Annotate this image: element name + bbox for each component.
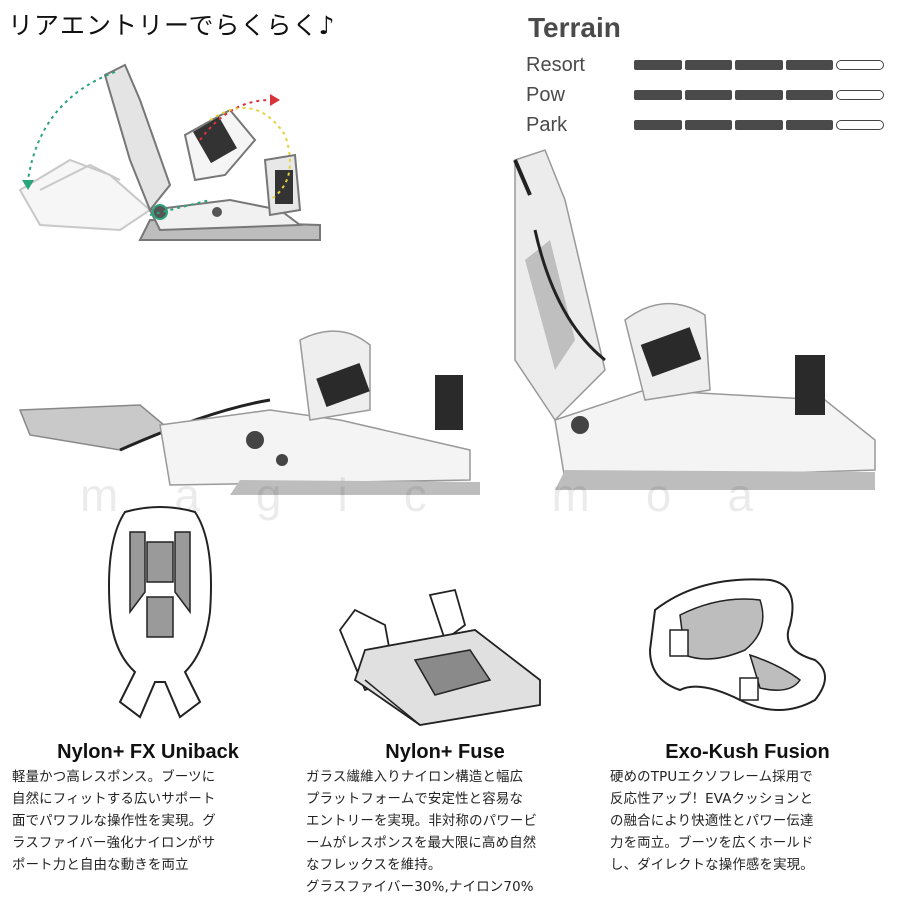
terrain-rating-bar: [634, 90, 884, 100]
feature-description-line: 反応性アップ！EVAクッションと: [610, 792, 814, 807]
headline: リアエントリーでらくらく♪: [8, 11, 336, 40]
feature-title: Exo-Kush Fusion: [665, 741, 830, 763]
feature-title: Nylon+ Fuse: [385, 741, 505, 763]
terrain-row-pow: Pow: [526, 84, 886, 112]
rating-segment-empty: [836, 90, 884, 100]
feature-description-line: ラスファイバー強化ナイロンがサ: [12, 836, 216, 851]
feature-description-line: の融合により快適性とパワー伝達: [610, 814, 814, 829]
rating-segment-filled: [684, 90, 733, 100]
feature-description-line: ームがレスポンスを最大限に高め自然: [306, 836, 537, 851]
rating-segment-filled: [634, 90, 682, 100]
feature-description: ガラス繊維入りナイロン構造と幅広 プラットフォームで安定性と容易な エントリーを…: [306, 767, 591, 899]
terrain-row-resort: Resort: [526, 54, 886, 82]
ankle-strap-illustration: [648, 578, 826, 711]
terrain-row-park: Park: [526, 114, 886, 142]
binding-side-view-closed: [513, 149, 876, 490]
feature-description-line: 自然にフィットする広いサポート: [12, 792, 216, 807]
feature-description-line: ポート力と自由な動きを両立: [12, 858, 189, 873]
feature-title: Nylon+ FX Uniback: [57, 741, 239, 763]
rating-segment-filled: [634, 60, 682, 70]
feature-description-line: グラスファイバー30%,ナイロン70%: [306, 880, 534, 895]
rating-segment-filled: [684, 120, 733, 130]
terrain-rating-bar: [634, 60, 884, 70]
feature-description-line: ガラス繊維入りナイロン構造と幅広: [306, 770, 524, 785]
terrain-title: Terrain: [528, 12, 621, 43]
feature-description-line: エントリーを実現。非対称のパワービ: [306, 814, 538, 829]
feature-description: 軽量かつ高レスポンス。ブーツに 自然にフィットする広いサポート 面でパワフルな操…: [12, 767, 288, 877]
rating-segment-filled: [735, 120, 783, 130]
rating-segment-empty: [836, 120, 884, 130]
rating-segment-filled: [684, 60, 733, 70]
feature-description-line: 面でパワフルな操作性を実現。グ: [12, 814, 216, 829]
feature-description-line: し、ダイレクトな操作感を実現。: [610, 858, 814, 873]
rating-segment-filled: [634, 120, 682, 130]
feature-description: 硬めのTPUエクソフレーム採用で 反応性アップ！EVAクッションと の融合により…: [610, 767, 895, 877]
terrain-rating-bar: [634, 120, 884, 130]
feature-description-line: なフレックスを維持。: [306, 858, 442, 873]
feature-description-line: 軽量かつ高レスポンス。ブーツに: [12, 770, 216, 785]
rating-segment-filled: [735, 60, 783, 70]
highback-illustration: [108, 506, 212, 719]
feature-description-line: 硬めのTPUエクソフレーム採用で: [610, 770, 813, 785]
feature-description-line: プラットフォームで安定性と容易な: [306, 792, 524, 807]
rating-segment-empty: [836, 60, 884, 70]
terrain-label: Pow: [526, 84, 565, 106]
rear-entry-diagram: [18, 63, 321, 241]
feature-description-line: 力を両立。ブーツを広くホールド: [610, 836, 814, 851]
baseplate-illustration: [338, 588, 541, 726]
rating-segment-filled: [785, 120, 834, 130]
terrain-label: Resort: [526, 54, 585, 76]
binding-side-view-open: [18, 330, 480, 495]
rating-segment-filled: [785, 90, 834, 100]
rating-segment-filled: [735, 90, 783, 100]
terrain-label: Park: [526, 114, 568, 136]
rating-segment-filled: [785, 60, 834, 70]
